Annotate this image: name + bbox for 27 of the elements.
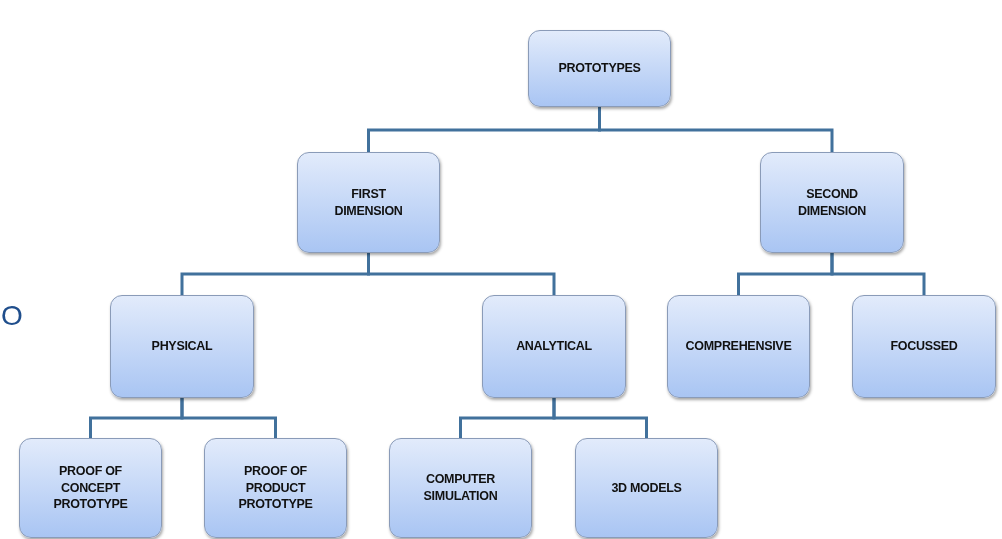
- category-box: [297, 152, 440, 253]
- category-box: [528, 30, 671, 107]
- category-box: [389, 438, 532, 538]
- category-box: [110, 295, 254, 398]
- category-box: [19, 438, 162, 538]
- category-box: [667, 295, 810, 398]
- connector-line: [180, 398, 277, 438]
- connector-line: [830, 253, 926, 295]
- node-label: ANALYTICAL: [515, 338, 593, 355]
- node-label: PHYSICAL: [150, 338, 214, 355]
- node-label: FOCUSSED: [889, 338, 959, 355]
- cut-off-text: O: [1, 300, 23, 332]
- node-label: PROTOTYPES: [557, 60, 642, 77]
- node-label: PROOF OF PRODUCT PROTOTYPE: [237, 462, 314, 514]
- category-box: [575, 438, 718, 538]
- node-label: SECOND DIMENSION: [796, 185, 868, 220]
- category-box: [852, 295, 996, 398]
- category-box: [482, 295, 626, 398]
- connector-line: [552, 398, 648, 438]
- node-label: COMPUTER SIMULATION: [422, 471, 499, 505]
- category-box: [760, 152, 904, 253]
- node-label: COMPREHENSIVE: [684, 338, 793, 355]
- category-box: [204, 438, 347, 538]
- node-label: 3D MODELS: [610, 479, 683, 497]
- node-label: PROOF OF CONCEPT PROTOTYPE: [52, 462, 129, 514]
- node-label: FIRST DIMENSION: [333, 185, 404, 220]
- connector-line: [367, 253, 556, 295]
